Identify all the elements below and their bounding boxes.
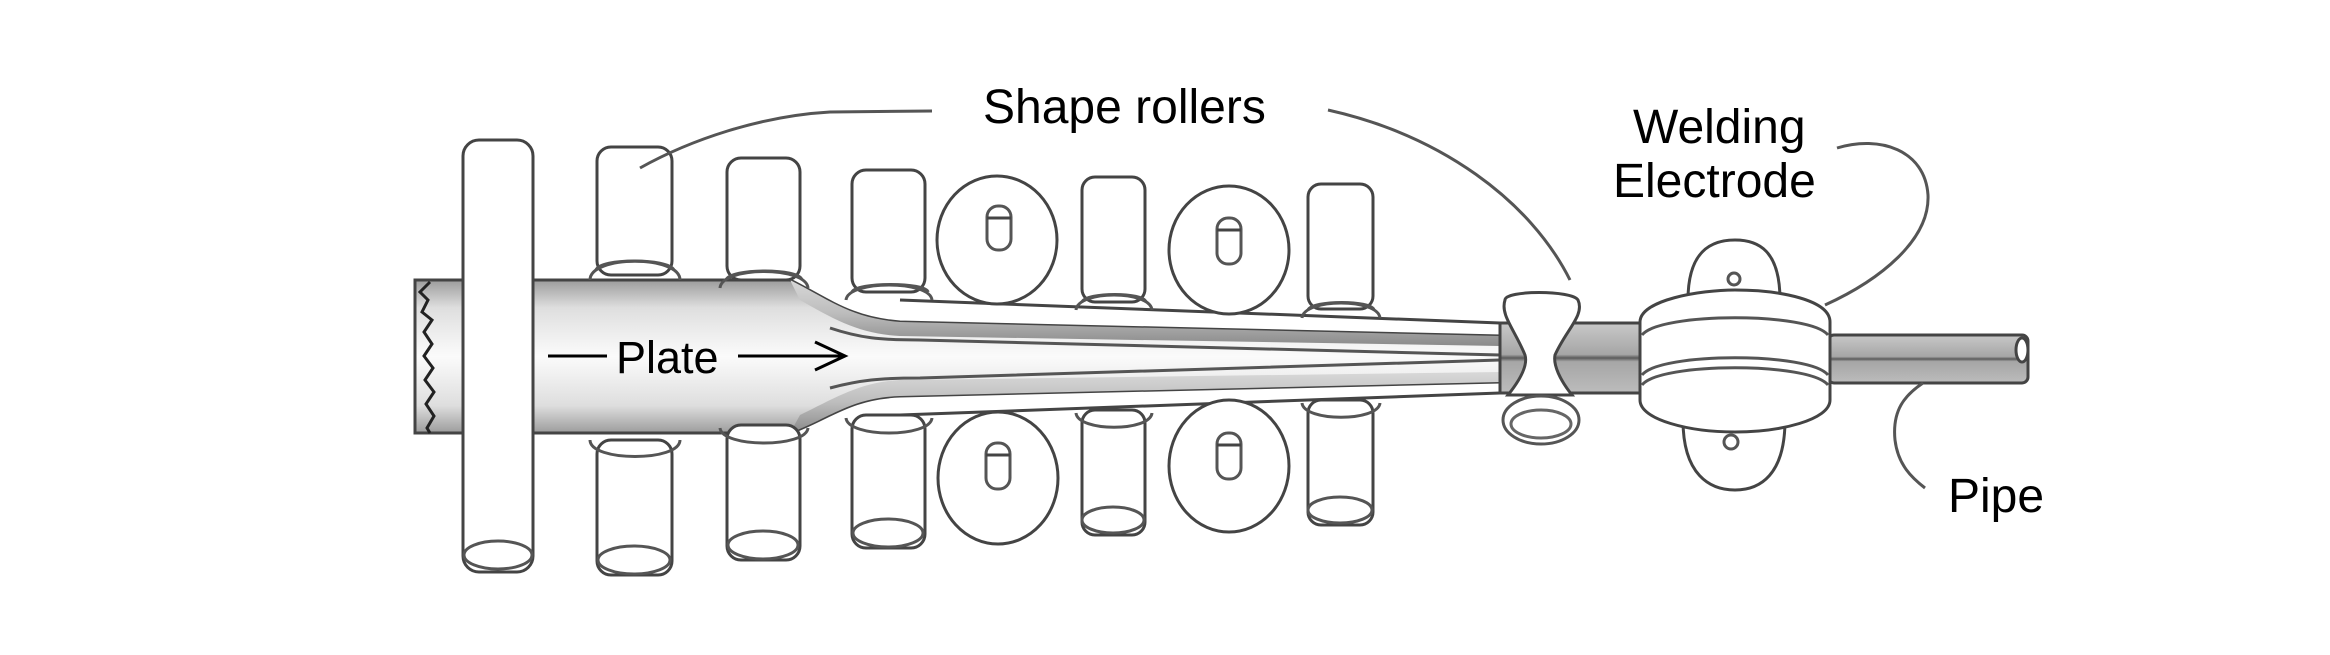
roller-top-5 [1300,182,1382,319]
label-shape-rollers: Shape rollers [983,81,1266,134]
pipe [1826,333,2030,385]
roller-top-2 [718,156,810,289]
roller-bottom-3 [844,413,934,550]
roller-top-3 [844,168,934,301]
disc-roller-top-1 [935,174,1059,306]
label-welding: Welding [1633,101,1806,154]
side-disc-rollers [935,174,1291,546]
plate-direction-arrow [548,340,849,372]
shape-rollers-bottom [588,398,1382,577]
label-electrode: Electrode [1613,155,1816,208]
vertical-guide-roller [461,138,535,574]
shape-rollers-leader-left [639,109,933,170]
label-pipe: Pipe [1948,470,2044,523]
shape-rollers-leader-right [1327,108,1572,281]
roller-bottom-1 [588,438,682,577]
welding-electrode [1638,238,1832,492]
roller-bottom-4 [1074,408,1154,537]
disc-roller-top-2 [1167,184,1291,316]
hourglass-closing-roller [1501,291,1581,446]
welding-electrode-leader [1824,142,1930,307]
roller-top-1 [588,145,682,281]
shape-rollers-top [588,145,1382,319]
disc-roller-bottom-2 [1167,398,1291,534]
plate [413,278,1502,435]
roller-top-4 [1074,175,1154,311]
disc-roller-bottom-1 [936,410,1060,546]
torn-edge [417,280,436,434]
pipe-leader [1893,381,1926,490]
roller-bottom-5 [1300,398,1382,527]
roller-bottom-2 [718,423,810,562]
label-plate: Plate [616,332,719,383]
